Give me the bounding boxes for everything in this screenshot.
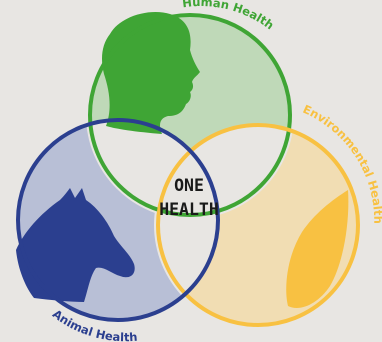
environmental-health-circle — [156, 123, 360, 327]
human-head-icon — [102, 12, 200, 134]
center-label-line1: ONE — [174, 176, 204, 195]
animal-health-circle — [16, 118, 220, 322]
horse-head-icon — [16, 188, 135, 302]
leaf-icon — [286, 190, 349, 308]
center-label-line2: HEALTH — [159, 200, 219, 219]
human-health-circle — [88, 13, 292, 217]
